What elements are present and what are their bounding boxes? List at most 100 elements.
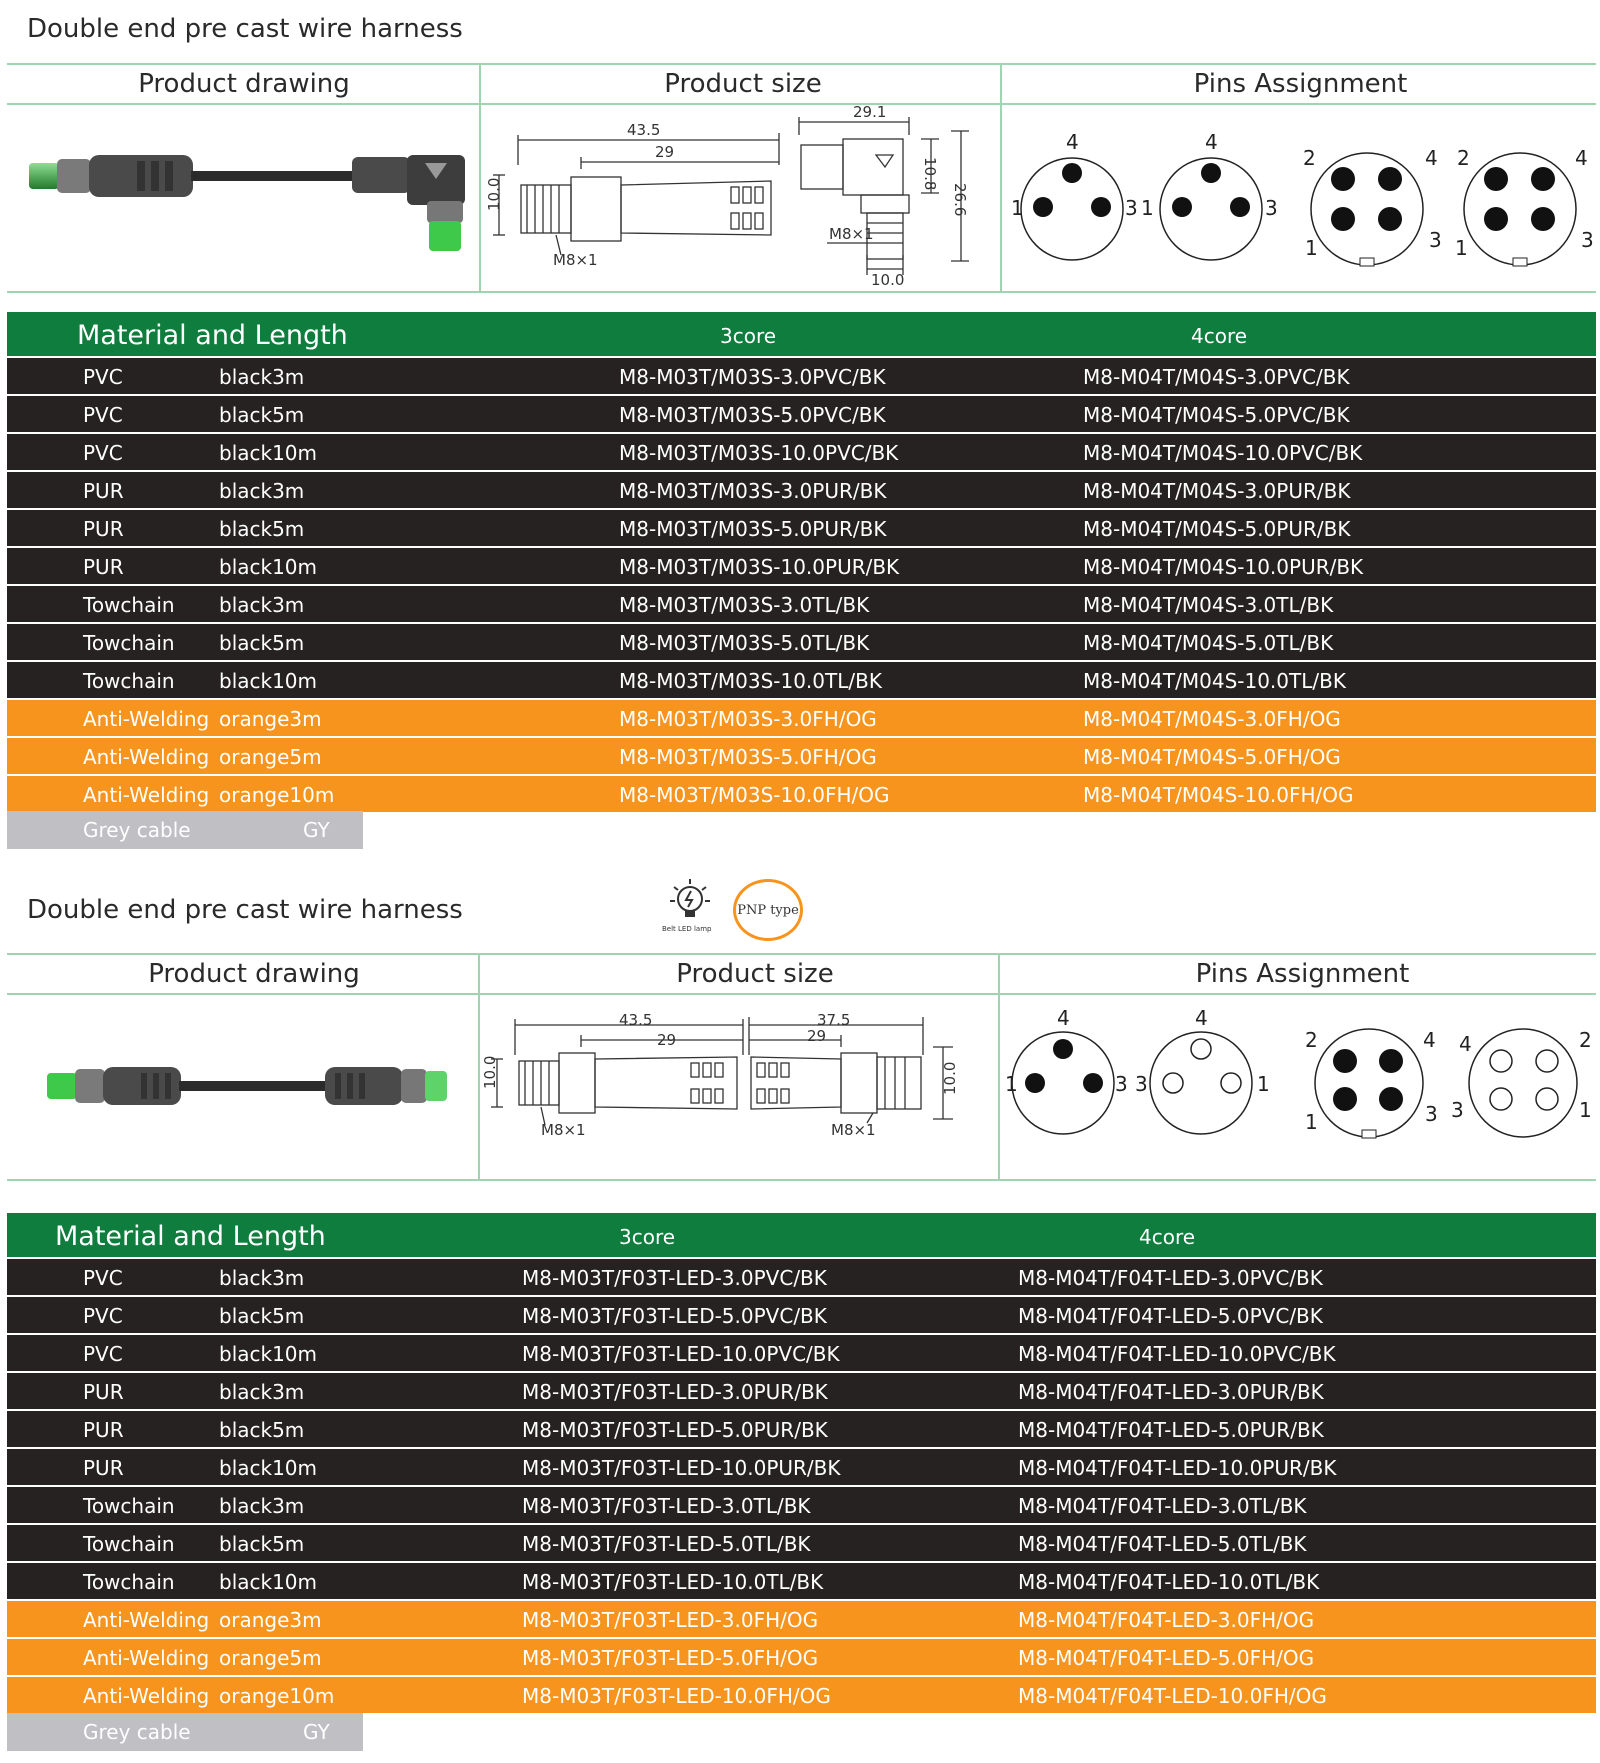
dim-width: 10.0 xyxy=(871,271,904,289)
pin-label: 1 xyxy=(1579,1098,1592,1122)
material-cell: Towchain xyxy=(83,631,175,655)
pin-label: 3 xyxy=(1265,196,1278,220)
pin-label: 1 xyxy=(1257,1072,1270,1096)
pin-label: 4 xyxy=(1066,130,1079,154)
product-drawing-panel xyxy=(7,105,479,291)
table-header: Material and Length 3core 4core xyxy=(7,312,1596,356)
pin-label: 2 xyxy=(1579,1028,1592,1052)
led-lamp-badge: Belt LED lamp xyxy=(660,875,720,935)
section-title: Double end pre cast wire harness xyxy=(27,895,463,925)
col-3core: 3core xyxy=(720,324,777,348)
dimension-drawing: 43.5 29 10.0 M8×1 29.1 10.8 26.6 M8×1 10… xyxy=(485,103,969,289)
header-size: Product size xyxy=(676,959,834,989)
divider xyxy=(1000,63,1002,293)
pin-label: 4 xyxy=(1425,146,1438,170)
material-cell: PUR xyxy=(83,555,124,579)
part-4core-cell: M8-M04T/M04S-5.0PVC/BK xyxy=(1083,403,1350,427)
pin-label: 3 xyxy=(1135,1072,1148,1096)
material-cell: PVC xyxy=(83,1342,123,1366)
part-4core-cell: M8-M04T/M04S-10.0TL/BK xyxy=(1083,669,1346,693)
dim-height: 26.6 xyxy=(951,183,969,216)
header-pins: Pins Assignment xyxy=(1193,69,1408,99)
part-3core-cell: M8-M03T/F03T-LED-10.0FH/OG xyxy=(522,1684,831,1708)
pin-label: 4 xyxy=(1575,146,1588,170)
pins-diagram: 4 1 3 4 3 1 2 4 1 3 4 2 3 1 xyxy=(1005,1006,1592,1139)
length-cell: black5m xyxy=(219,1418,305,1442)
product-drawing-panel xyxy=(7,995,477,1179)
length-cell: black5m xyxy=(219,403,305,427)
part-3core-cell: M8-M03T/F03T-LED-10.0PUR/BK xyxy=(522,1456,841,1480)
pin-label: 4 xyxy=(1205,130,1218,154)
dim-length: 29 xyxy=(657,1031,676,1049)
col-4core: 4core xyxy=(1191,324,1248,348)
pin-label: 1 xyxy=(1305,236,1318,260)
part-3core-cell: M8-M03T/F03T-LED-3.0PUR/BK xyxy=(522,1380,828,1404)
material-cell: Towchain xyxy=(83,669,175,693)
length-cell: orange10m xyxy=(219,1684,335,1708)
part-4core-cell: M8-M04T/M04S-3.0PVC/BK xyxy=(1083,365,1350,389)
part-4core-cell: M8-M04T/F04T-LED-3.0PUR/BK xyxy=(1018,1380,1324,1404)
dim-length: 43.5 xyxy=(627,121,660,139)
length-cell: black10m xyxy=(219,669,318,693)
length-cell: black5m xyxy=(219,1304,305,1328)
pin-label: 1 xyxy=(1011,196,1024,220)
pin-label: 1 xyxy=(1455,236,1468,260)
material-cell: Anti-Welding xyxy=(83,1608,210,1632)
length-cell: orange5m xyxy=(219,745,322,769)
material-cell: Towchain xyxy=(83,1570,175,1594)
pin-label: 2 xyxy=(1457,146,1470,170)
length-cell: black5m xyxy=(219,631,305,655)
length-cell: black10m xyxy=(219,1456,318,1480)
length-cell: black10m xyxy=(219,1570,318,1594)
col-4core: 4core xyxy=(1139,1225,1196,1249)
part-3core-cell: M8-M03T/F03T-LED-5.0TL/BK xyxy=(522,1532,811,1556)
material-cell: Anti-Welding xyxy=(83,1684,210,1708)
grey-label: Grey cable xyxy=(83,818,191,842)
part-3core-cell: M8-M03T/F03T-LED-10.0TL/BK xyxy=(522,1570,824,1594)
grey-code: GY xyxy=(303,818,330,842)
table-row: Anti-Welding orange10m M8-M03T/F03T-LED-10… xyxy=(7,1677,1596,1713)
part-4core-cell: M8-M04T/F04T-LED-10.0TL/BK xyxy=(1018,1570,1320,1594)
header-size: Product size xyxy=(664,69,822,99)
material-cell: Anti-Welding xyxy=(83,1646,210,1670)
part-4core-cell: M8-M04T/M04S-10.0PUR/BK xyxy=(1083,555,1364,579)
header-drawing: Product drawing xyxy=(138,69,350,99)
part-4core-cell: M8-M04T/M04S-5.0PUR/BK xyxy=(1083,517,1351,541)
pin-label: 1 xyxy=(1305,1110,1318,1134)
part-4core-cell: M8-M04T/M04S-10.0FH/OG xyxy=(1083,783,1354,807)
material-cell: Anti-Welding xyxy=(83,745,210,769)
product-size-panel: 43.5 29 10.0 M8×1 29.1 10.8 26.6 M8×1 10… xyxy=(481,103,1005,291)
part-4core-cell: M8-M04T/F04T-LED-5.0PUR/BK xyxy=(1018,1418,1324,1442)
part-3core-cell: M8-M03T/F03T-LED-10.0PVC/BK xyxy=(522,1342,840,1366)
dim-length: 37.5 xyxy=(817,1011,850,1029)
part-3core-cell: M8-M03T/F03T-LED-5.0FH/OG xyxy=(522,1646,819,1670)
part-4core-cell: M8-M04T/F04T-LED-5.0TL/BK xyxy=(1018,1532,1307,1556)
part-3core-cell: M8-M03T/M03S-5.0PVC/BK xyxy=(619,403,886,427)
pins-panel: 4 1 3 4 3 1 2 4 1 3 4 2 3 1 xyxy=(1001,995,1596,1179)
product-size-panel: 43.5 29 10.0 M8×1 37.5 29 10.0 M8×1 xyxy=(481,995,997,1179)
part-4core-cell: M8-M04T/M04S-3.0FH/OG xyxy=(1083,707,1341,731)
dim-diameter: 10.0 xyxy=(941,1062,959,1095)
length-cell: black10m xyxy=(219,555,318,579)
pnp-type-badge: PNP type xyxy=(733,879,803,941)
part-4core-cell: M8-M04T/F04T-LED-10.0FH/OG xyxy=(1018,1684,1327,1708)
content-row: 43.5 29 10.0 M8×1 37.5 29 10.0 M8×1 xyxy=(7,995,1596,1181)
divider xyxy=(478,995,480,1181)
part-4core-cell: M8-M04T/F04T-LED-3.0FH/OG xyxy=(1018,1608,1315,1632)
part-4core-cell: M8-M04T/F04T-LED-10.0PVC/BK xyxy=(1018,1342,1336,1366)
part-4core-cell: M8-M04T/M04S-3.0PUR/BK xyxy=(1083,479,1351,503)
header-row: Product drawing Product size Pins Assign… xyxy=(7,953,1596,995)
dim-diameter: 10.0 xyxy=(481,1056,499,1089)
part-3core-cell: M8-M03T/M03S-10.0TL/BK xyxy=(619,669,882,693)
material-cell: PUR xyxy=(83,1418,124,1442)
material-cell: Anti-Welding xyxy=(83,783,210,807)
